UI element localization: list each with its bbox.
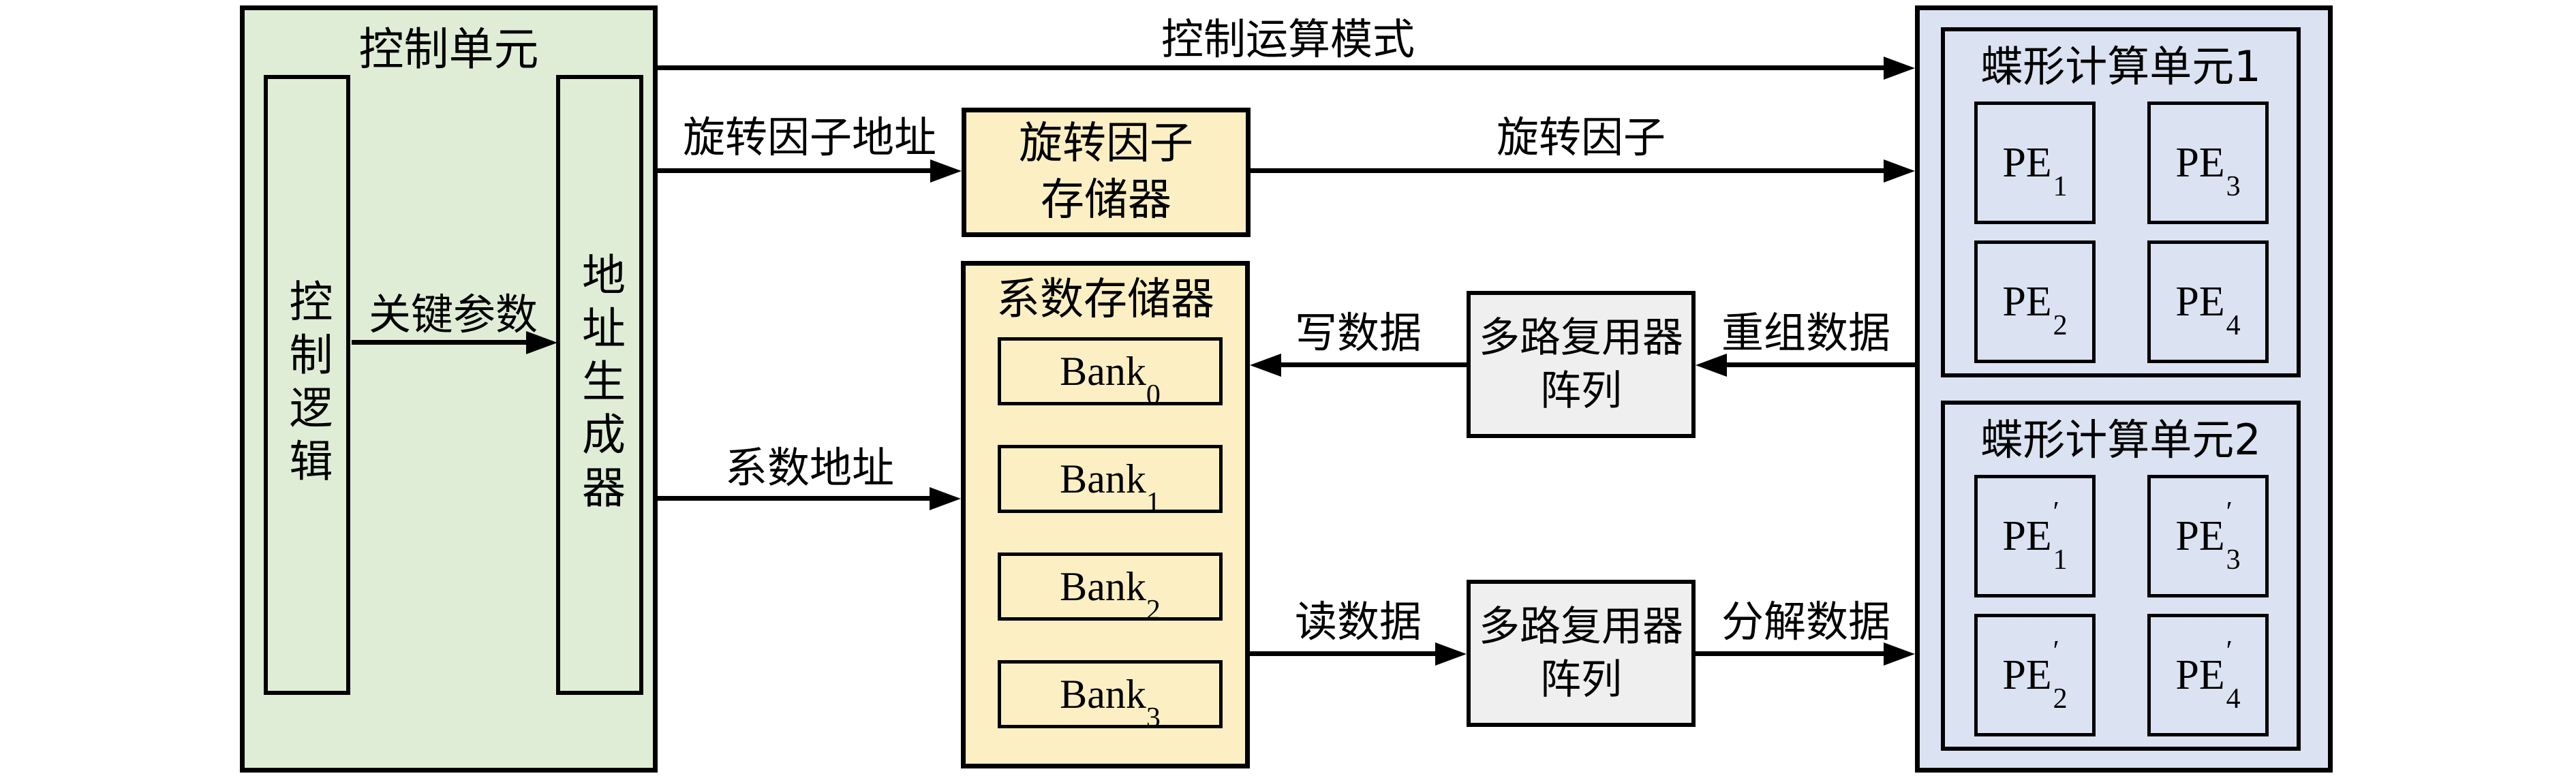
write-data-label: 写数据: [1294, 308, 1422, 358]
pe-3-sub: 3: [2226, 171, 2241, 202]
ctrl-mode-arrow-line: [657, 65, 1885, 70]
pe-prime-3: PE ′ 3: [2147, 475, 2269, 597]
pe-prime-1: PE ′ 1: [1974, 475, 2096, 597]
key-params-arrow-line: [352, 340, 527, 345]
bank-3-sub: 3: [1146, 702, 1161, 734]
read-data-arrow-line: [1250, 651, 1437, 656]
bank-0-sub: 0: [1146, 379, 1161, 411]
twiddle-addr-arrowhead: [930, 159, 962, 183]
pe-prime-4-sub: 4: [2226, 683, 2241, 715]
butterfly-unit-1-box: 蝶形计算单元1 PE 1 PE 3 PE 2 PE 4: [1941, 27, 2301, 377]
pe-prime-3-sub: 3: [2226, 544, 2241, 576]
twiddle-rom-line1: 旋转因子: [1019, 118, 1193, 169]
twiddle-addr-arrow-line: [657, 168, 932, 173]
pe-prime-1-prime: ′: [2053, 497, 2059, 528]
pe-2: PE 2: [1974, 240, 2096, 363]
address-generator-label: 地址生成器: [574, 252, 625, 518]
write-data-arrow-line: [1280, 362, 1467, 367]
coeff-addr-arrow-line: [657, 496, 931, 501]
twiddle-arrowhead: [1884, 159, 1915, 183]
write-data-arrowhead: [1250, 354, 1281, 377]
bank-1-sub: 1: [1146, 487, 1161, 518]
bank-1-label: Bank: [1060, 456, 1146, 501]
pe-prime-2-sub: 2: [2053, 683, 2068, 715]
bank-3-label: Bank: [1060, 671, 1146, 717]
pe-4-sub: 4: [2226, 310, 2241, 341]
regroup-data-label: 重组数据: [1721, 308, 1890, 358]
mux-array-2-line1: 多路复用器: [1479, 603, 1683, 651]
bank-0-label: Bank: [1060, 348, 1146, 394]
pe-4-label: PE: [2175, 278, 2225, 325]
pe-prime-1-sub: 1: [2053, 544, 2068, 576]
mux-array-2-box: 多路复用器 阵列: [1467, 580, 1696, 727]
pe-prime-2-label: PE: [2002, 651, 2052, 698]
ctrl-mode-arrowhead: [1884, 57, 1915, 80]
pe-1-label: PE: [2002, 139, 2052, 186]
pe-prime-4-label: PE: [2175, 651, 2225, 698]
control-logic-box: 控制逻辑: [264, 75, 350, 695]
twiddle-label: 旋转因子: [1496, 112, 1666, 162]
mux-array-1-line1: 多路复用器: [1479, 314, 1683, 362]
read-data-arrowhead: [1435, 642, 1467, 666]
bank-2-sub: 2: [1146, 595, 1161, 626]
mux-array-2-line2: 阵列: [1540, 656, 1622, 704]
ctrl-mode-label: 控制运算模式: [1161, 14, 1415, 64]
control-logic-label: 控制逻辑: [281, 279, 333, 491]
mux-array-1-box: 多路复用器 阵列: [1467, 291, 1696, 438]
pe-prime-3-prime: ′: [2226, 497, 2233, 528]
pe-prime-2: PE ′ 2: [1974, 614, 2096, 736]
coeff-addr-arrowhead: [930, 487, 961, 510]
pe-3-label: PE: [2175, 139, 2225, 186]
pe-3: PE 3: [2147, 102, 2269, 224]
pe-prime-4: PE ′ 4: [2147, 614, 2269, 736]
butterfly-unit-2-box: 蝶形计算单元2 PE ′ 1 PE ′ 3 PE ′ 2 PE ′ 4: [1941, 401, 2301, 751]
pe-1-sub: 1: [2053, 171, 2068, 202]
pe-2-sub: 2: [2053, 310, 2068, 341]
bank-2-label: Bank: [1060, 563, 1146, 609]
pe-prime-2-prime: ′: [2053, 636, 2059, 667]
pe-prime-1-label: PE: [2002, 512, 2052, 559]
pe-1: PE 1: [1974, 102, 2096, 224]
twiddle-rom-line2: 存储器: [1041, 175, 1171, 225]
regroup-data-arrowhead: [1696, 354, 1727, 377]
decompose-data-arrow-line: [1696, 651, 1885, 656]
twiddle-addr-label: 旋转因子地址: [682, 112, 936, 162]
coeff-memory-title: 系数存储器: [996, 275, 1214, 325]
pe-4: PE 4: [2147, 240, 2269, 363]
decompose-data-arrowhead: [1884, 642, 1915, 666]
key-params-label: 关键参数: [368, 290, 538, 339]
pe-prime-4-prime: ′: [2226, 636, 2233, 667]
twiddle-rom-box: 旋转因子 存储器: [962, 108, 1251, 237]
read-data-label: 读数据: [1294, 597, 1422, 647]
pe-2-label: PE: [2002, 278, 2052, 325]
decompose-data-label: 分解数据: [1721, 597, 1890, 647]
address-generator-box: 地址生成器: [556, 75, 643, 695]
twiddle-arrow-line: [1251, 168, 1885, 173]
control-unit-title: 控制单元: [358, 23, 539, 76]
coeff-addr-label: 系数地址: [724, 443, 894, 493]
mux-array-1-line2: 阵列: [1540, 367, 1622, 415]
butterfly-unit-1-title: 蝶形计算单元1: [1980, 42, 2261, 91]
regroup-data-arrow-line: [1726, 362, 1915, 367]
pe-prime-3-label: PE: [2175, 512, 2225, 559]
key-params-arrowhead: [526, 331, 557, 354]
butterfly-unit-2-title: 蝶形计算单元2: [1980, 415, 2261, 465]
